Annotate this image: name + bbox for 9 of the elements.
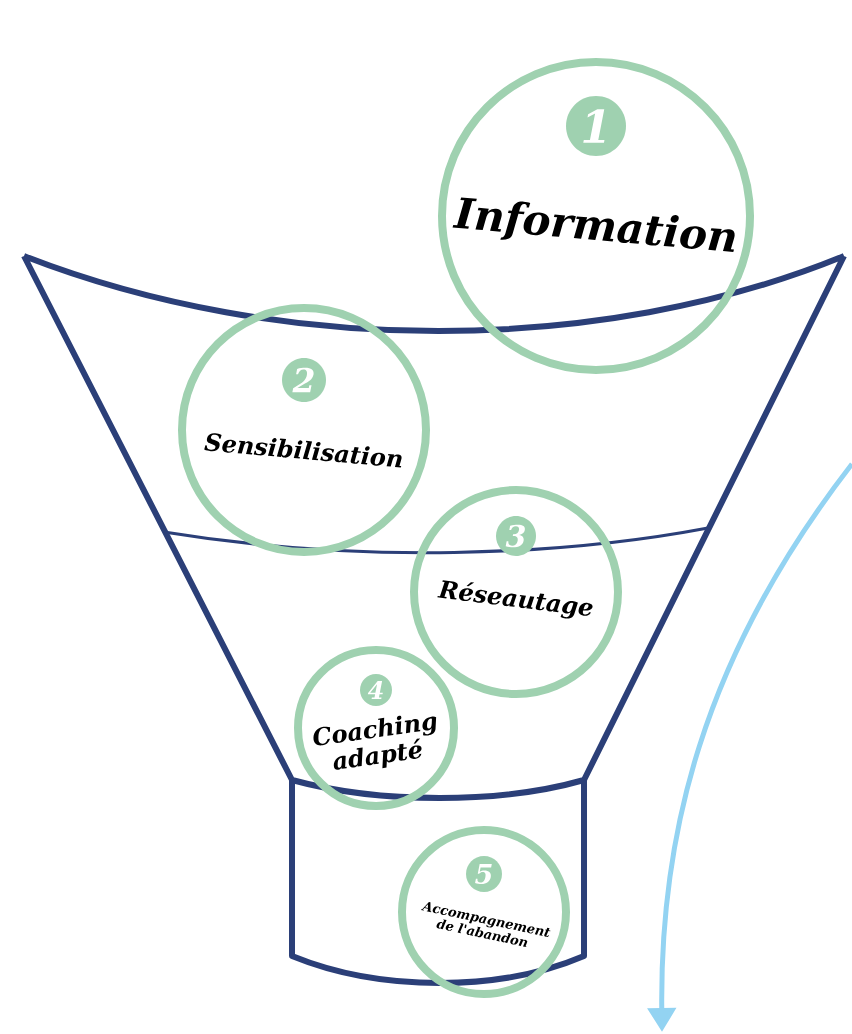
step-label: Information: [452, 197, 735, 252]
number-badge: 3: [496, 516, 536, 556]
number-badge: 5: [466, 856, 502, 892]
number-badge: 1: [566, 96, 626, 156]
step-label: Réseautage: [437, 580, 593, 619]
step-label: Coaching adapté: [313, 715, 437, 770]
step-label: Sensibilisation: [204, 433, 402, 468]
number-badge: 2: [282, 358, 326, 402]
number-badge: 4: [360, 674, 392, 706]
